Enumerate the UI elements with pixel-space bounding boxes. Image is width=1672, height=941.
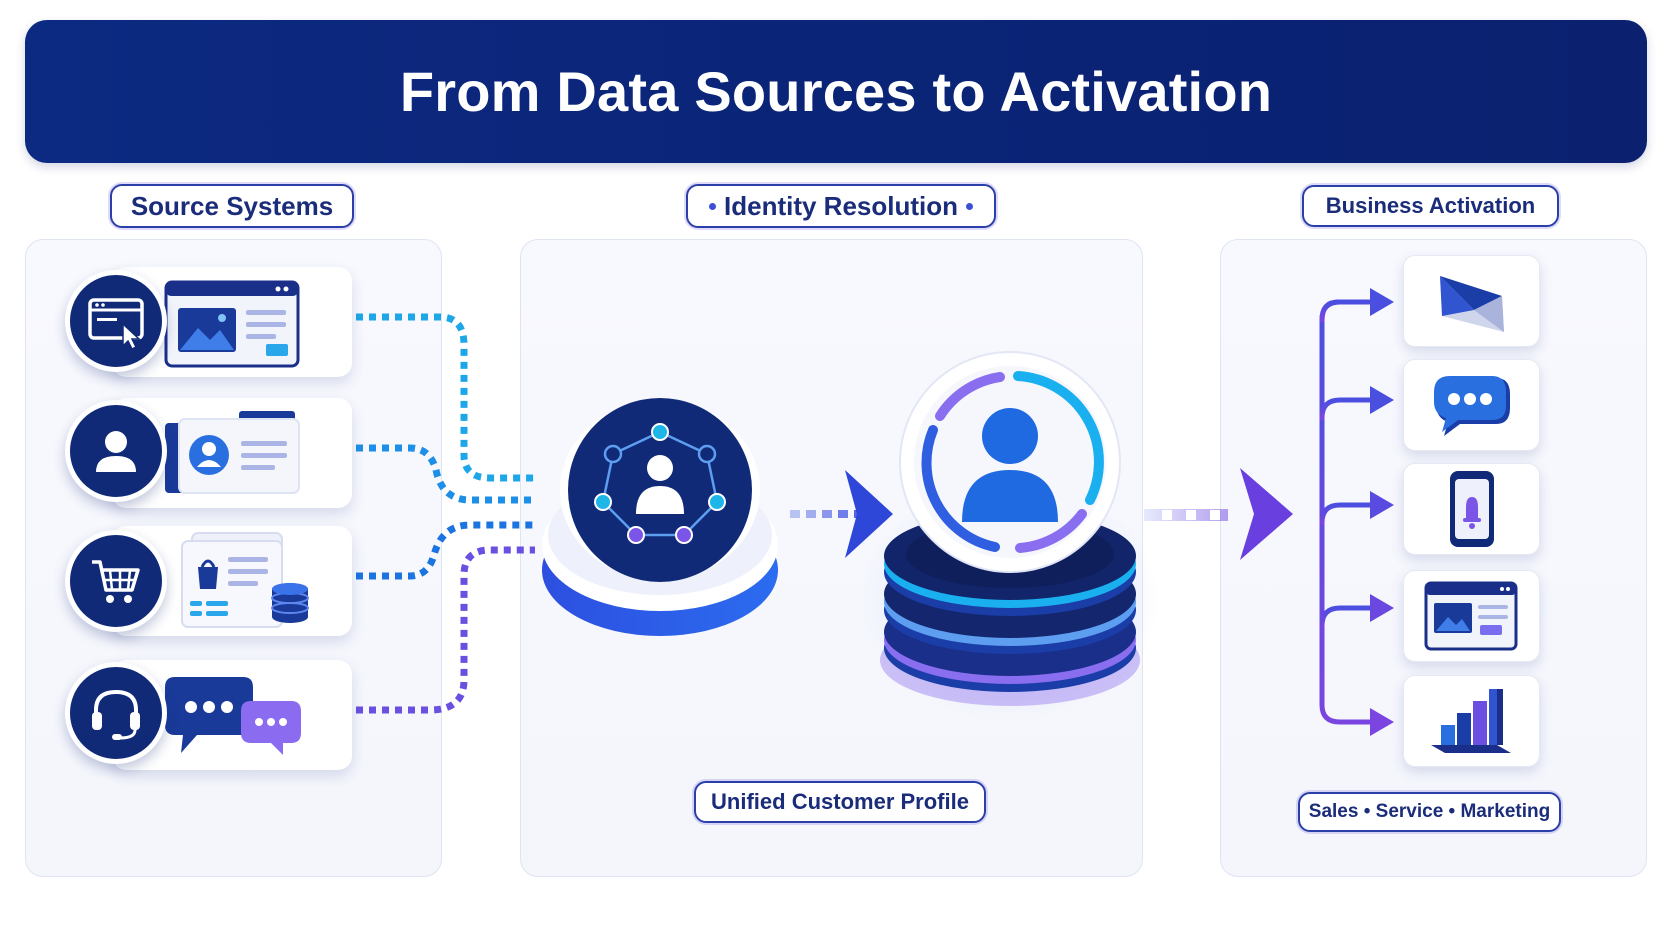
cart-source-badge bbox=[65, 530, 167, 632]
source-systems-label-text: Source Systems bbox=[130, 190, 334, 221]
email-channel-card bbox=[1403, 255, 1540, 347]
unified-profile-database bbox=[860, 351, 1160, 720]
user-source-badge bbox=[65, 400, 167, 502]
web-ad-icon bbox=[1424, 581, 1517, 651]
identity-resolution-label-text: Identity Resolution bbox=[724, 190, 958, 221]
unified-profile-label: Unified Customer Profile bbox=[694, 781, 986, 823]
page-title: From Data Sources to Activation bbox=[399, 60, 1273, 123]
connector-service bbox=[356, 546, 535, 714]
activation-footer-label: Sales • Service • Marketing bbox=[1298, 792, 1561, 832]
service-source-badge bbox=[65, 662, 167, 764]
identity-graph-hub bbox=[542, 398, 778, 636]
customer-profile-icon bbox=[962, 408, 1058, 522]
unified-profile-label-text: Unified Customer Profile bbox=[711, 789, 969, 814]
chat-channel-card bbox=[1403, 359, 1540, 451]
user-icon bbox=[96, 431, 136, 472]
title-banner: From Data Sources to Activation bbox=[25, 20, 1647, 163]
email-icon bbox=[1439, 276, 1504, 332]
connector-web bbox=[356, 313, 535, 482]
activation-branch bbox=[1319, 299, 1383, 725]
web-channel-card bbox=[1403, 570, 1540, 662]
order-database-icon bbox=[181, 532, 309, 628]
cart-icon bbox=[92, 560, 140, 603]
identity-resolution-label: Identity Resolution bbox=[686, 184, 996, 228]
arrow-to-activation bbox=[1144, 468, 1293, 560]
source-systems-label: Source Systems bbox=[110, 184, 354, 228]
dot-icon bbox=[966, 202, 973, 210]
dot-icon bbox=[709, 202, 716, 210]
network-icon bbox=[594, 423, 726, 544]
arrow-to-profile bbox=[790, 470, 893, 558]
mobile-channel-card bbox=[1403, 463, 1540, 555]
business-activation-label-text: Business Activation bbox=[1325, 193, 1536, 218]
profile-card-icon bbox=[165, 411, 300, 494]
connector-profile bbox=[356, 444, 535, 504]
activation-footer-label-text: Sales • Service • Marketing bbox=[1308, 801, 1551, 822]
chat-icon bbox=[1433, 376, 1510, 436]
bar-chart-icon bbox=[1430, 689, 1511, 753]
browser-source-badge bbox=[65, 270, 167, 372]
browser-click-icon bbox=[88, 298, 144, 350]
headset-icon bbox=[92, 689, 140, 740]
analytics-channel-card bbox=[1403, 675, 1540, 767]
chat-bubbles-icon bbox=[165, 677, 301, 755]
mobile-notification-icon bbox=[1449, 471, 1494, 547]
business-activation-label: Business Activation bbox=[1302, 185, 1559, 227]
